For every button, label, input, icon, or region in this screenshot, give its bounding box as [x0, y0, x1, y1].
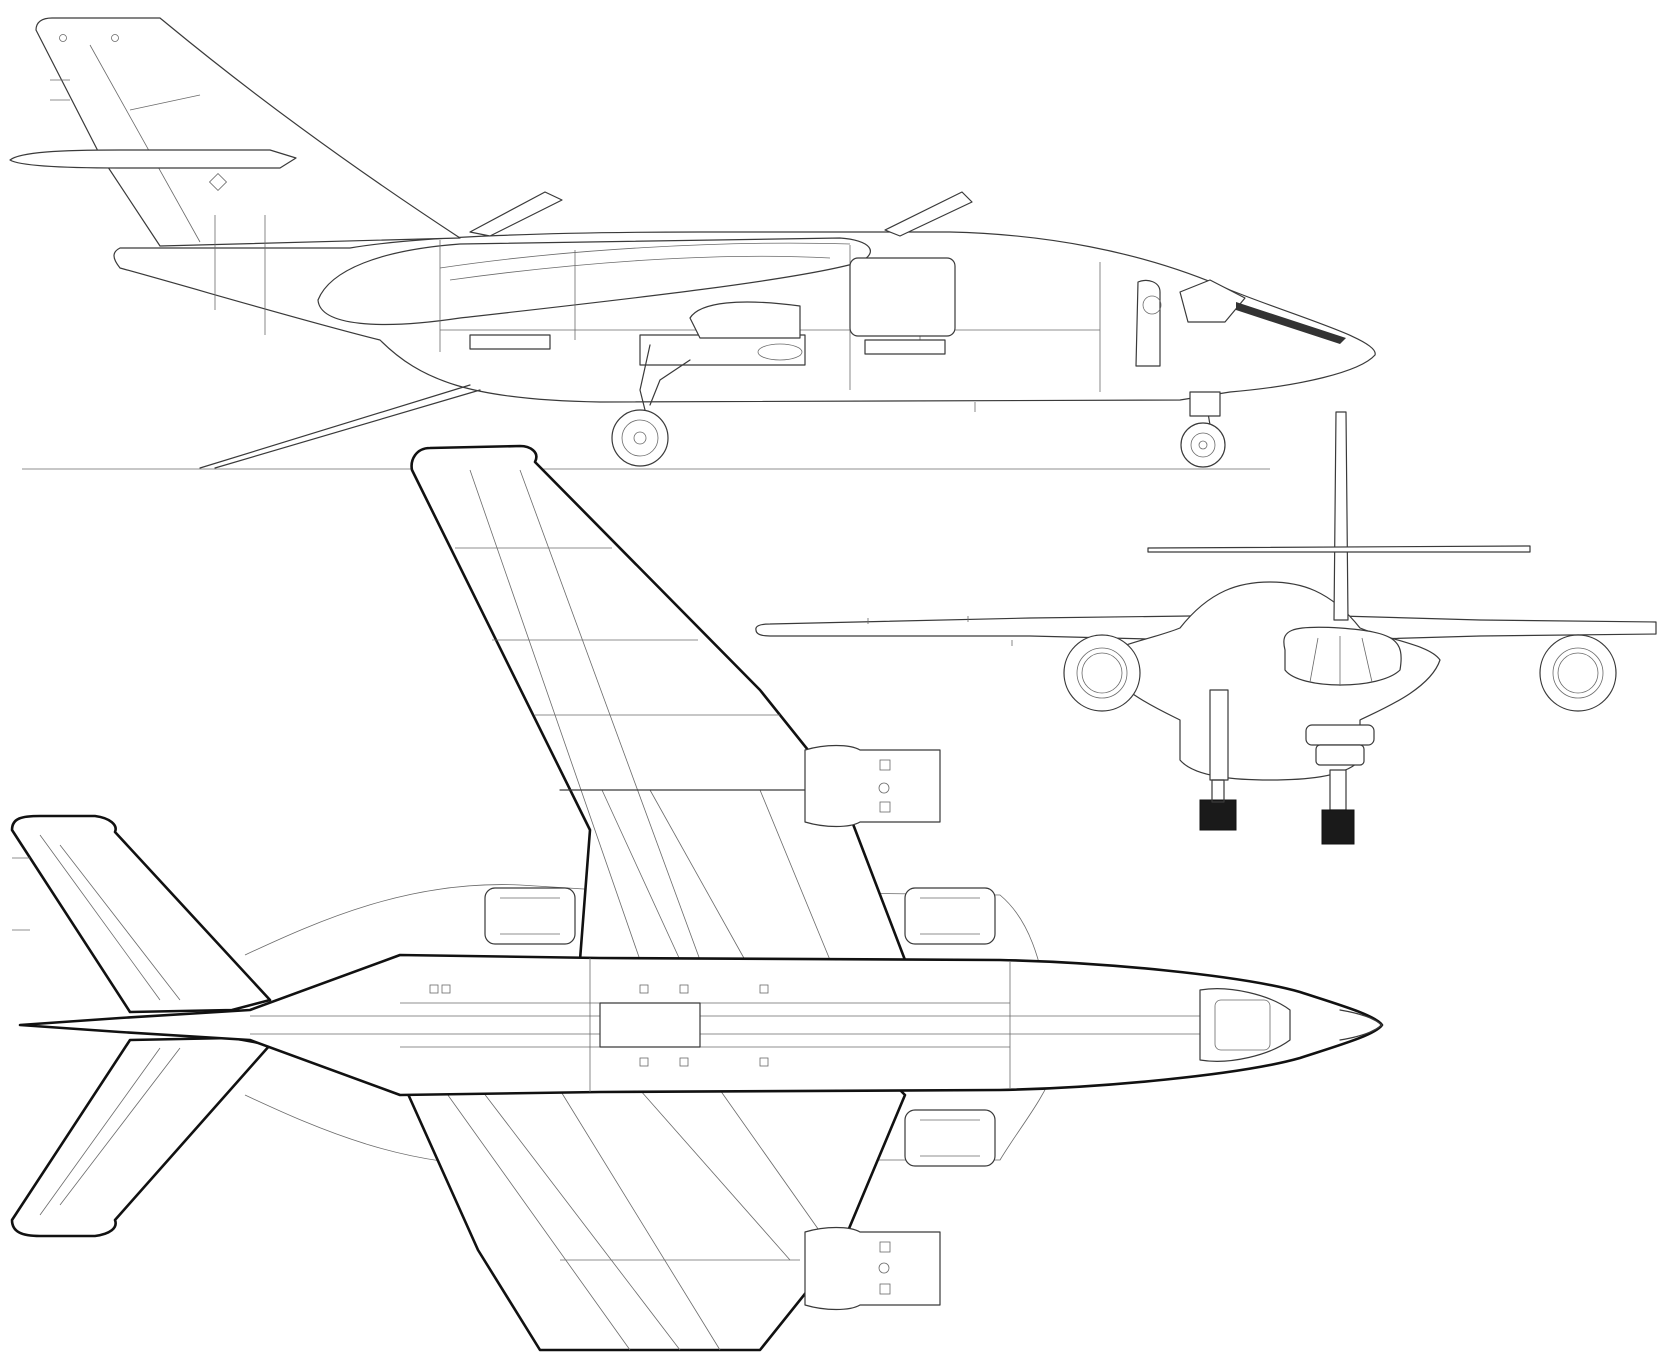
- side-main-landing-gear: [611, 344, 691, 467]
- side-cockpit-canopy: [1179, 279, 1246, 323]
- front-fuselage: [1099, 581, 1441, 781]
- side-horizontal-tail: [9, 149, 297, 169]
- top-cockpit: [1199, 988, 1291, 1062]
- side-wing-fairing: [317, 237, 871, 326]
- side-nose-stripe: [1236, 302, 1346, 344]
- side-view: [9, 17, 1376, 470]
- front-right-engine: [1539, 634, 1617, 712]
- top-engine-upper-inner: [484, 887, 996, 945]
- side-engine-nacelle: [849, 257, 956, 337]
- front-horizontal-tail: [1147, 545, 1531, 553]
- front-view: [755, 411, 1657, 845]
- front-main-landing-gear: [1199, 689, 1237, 831]
- top-engine-lower-outer: [804, 1226, 941, 1311]
- side-airbrake-right: [884, 191, 973, 237]
- front-nose-landing-gear: [1321, 769, 1355, 845]
- side-tail-fin: [35, 17, 461, 247]
- front-canopy: [1283, 626, 1402, 686]
- side-airbrake-left: [469, 191, 563, 237]
- top-tailplane-upper: [10, 814, 272, 1014]
- top-engine-lower-inner: [904, 1109, 996, 1167]
- front-left-engine: [1063, 634, 1141, 712]
- side-nose-landing-gear: [1180, 391, 1226, 468]
- top-engine-upper-outer: [804, 744, 941, 828]
- top-view: [10, 444, 1384, 1352]
- front-tail-fin: [1333, 411, 1349, 621]
- top-tailplane-lower: [10, 1036, 272, 1238]
- top-wing-upper: [410, 444, 907, 964]
